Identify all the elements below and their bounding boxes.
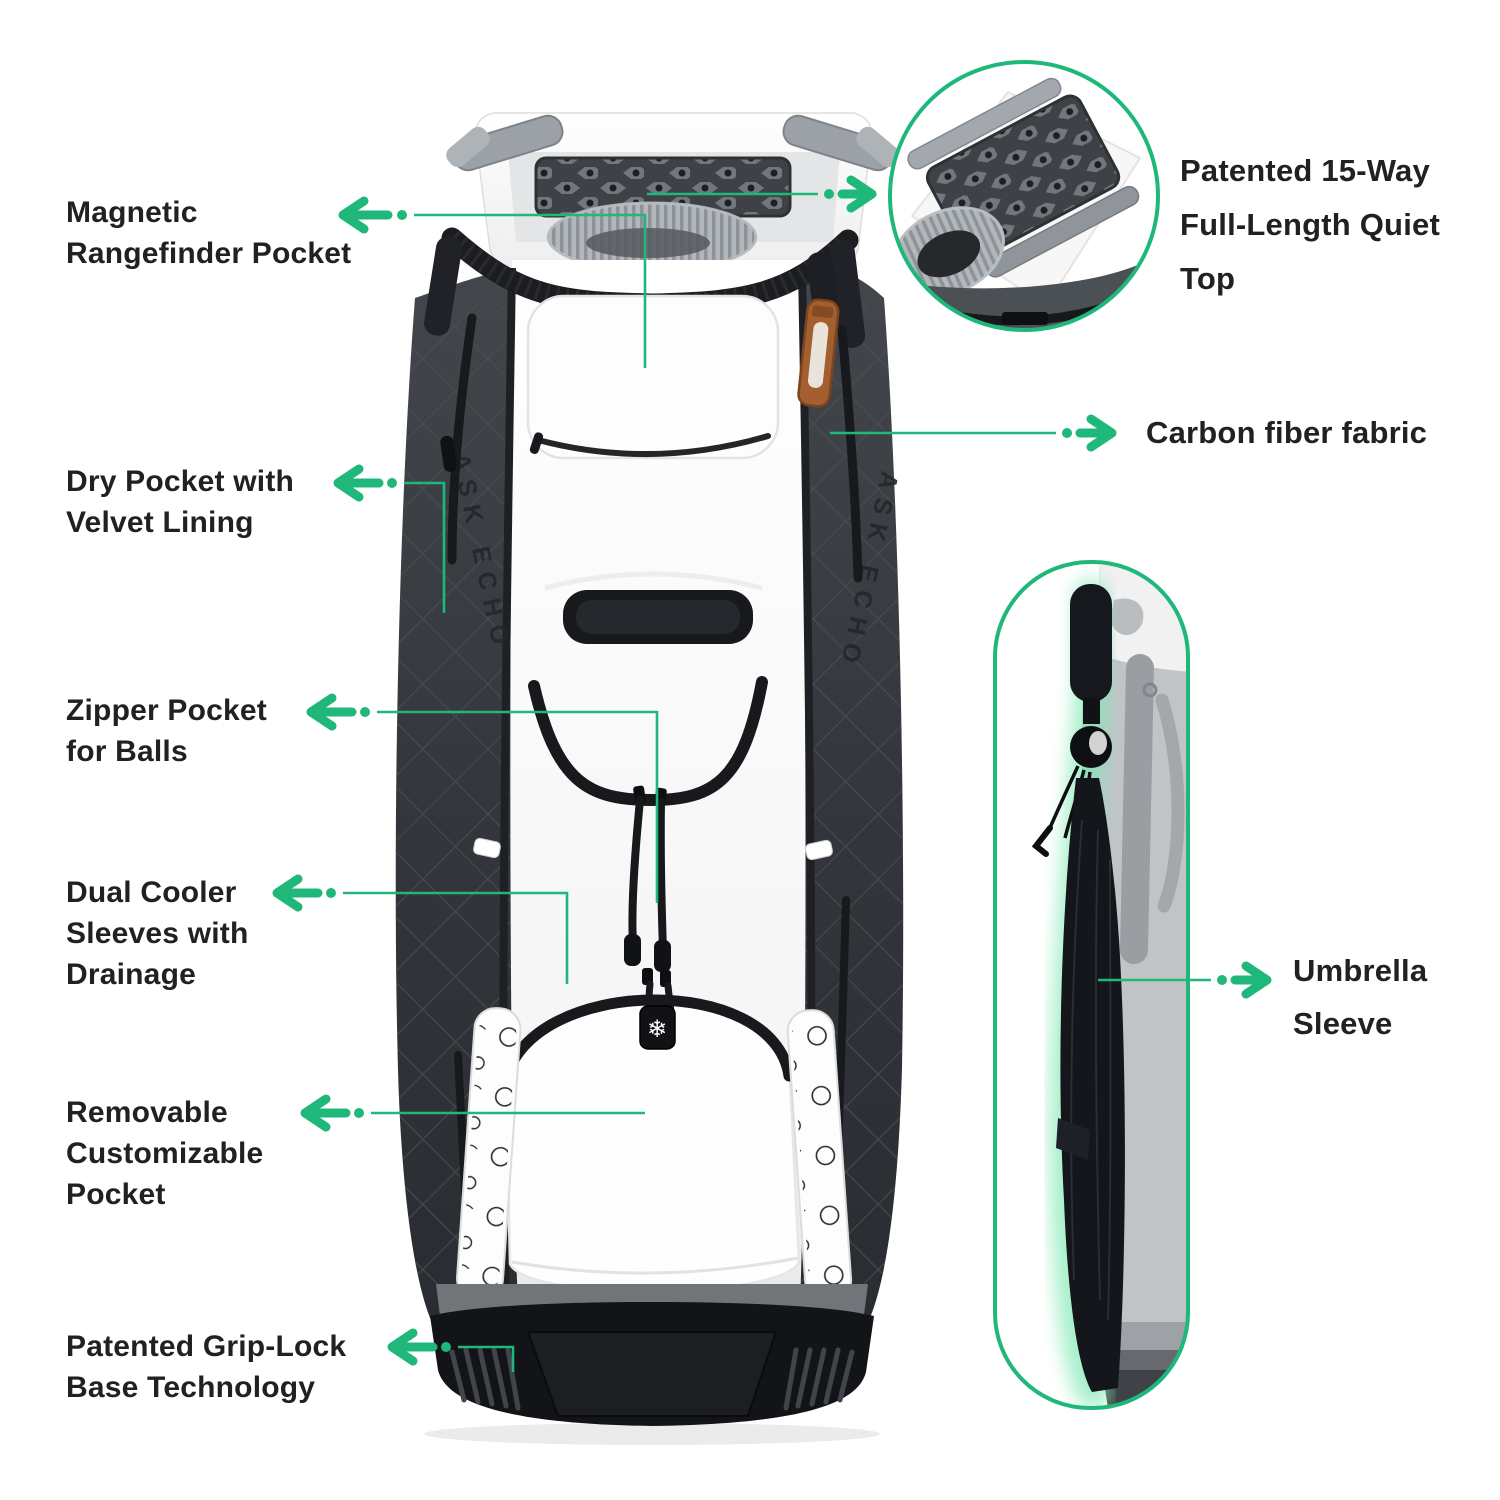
callout-line-magnetic [338, 196, 647, 368]
inset-ring [888, 60, 1160, 332]
label-line: Patented Grip-Lock [66, 1330, 347, 1363]
grip-lock-base [430, 1302, 874, 1426]
label-line: Drainage [66, 958, 196, 991]
label-line: Umbrella [1293, 953, 1428, 988]
quiet-top-inset [888, 60, 1160, 332]
towel-tail-left [424, 236, 462, 336]
callout-line-umbrella [1098, 961, 1272, 999]
side-clip-right [805, 839, 833, 861]
label-carbon-fiber: Carbon fiber fabric [1146, 416, 1427, 450]
label-line: Patented 15-Way [1180, 153, 1430, 188]
callout-line-zipper [306, 693, 659, 903]
callout-line-cooler [272, 874, 569, 984]
label-line: Sleeves with [66, 917, 249, 950]
label-line: Zipper Pocket [66, 694, 267, 727]
rangefinder-pocket [526, 294, 780, 460]
label-line: Magnetic [66, 196, 198, 229]
label-line: Velvet Lining [66, 506, 254, 539]
umbrella-sleeve-inset [993, 560, 1190, 1410]
callout-line-removable [300, 1094, 645, 1132]
callout-line-griplock [387, 1328, 515, 1372]
label-umbrella-sleeve: Umbrella Sleeve [1293, 944, 1427, 1050]
cooler-pocket: ❄ [500, 968, 801, 1293]
towel-clip-tag [797, 298, 840, 408]
label-line: Pocket [66, 1178, 166, 1211]
umbrella [1031, 584, 1125, 1392]
label-line: Rangefinder Pocket [66, 237, 352, 270]
label-line: for Balls [66, 735, 188, 768]
grip-ridges-right [783, 1347, 855, 1411]
rr-inset-ring [993, 560, 1190, 1410]
ribbed-well [546, 201, 758, 273]
top-handle-left [446, 114, 564, 172]
golf-cart-bag: ASK ECHO ASK ECHO [395, 112, 904, 1445]
label-line: Customizable [66, 1137, 264, 1170]
label-dry-pocket: Dry Pocket with Velvet Lining [66, 461, 294, 543]
ball-print-strip-right [786, 1009, 853, 1303]
label-magnetic-rangefinder: Magnetic Rangefinder Pocket [66, 192, 351, 274]
top-handle-right [782, 114, 900, 172]
label-quiet-top: Patented 15-Way Full-Length Quiet Top [1180, 144, 1440, 306]
callout-line-carbon [830, 414, 1117, 452]
label-zipper-pocket: Zipper Pocket for Balls [66, 690, 267, 772]
snowflake-tag: ❄ [639, 1005, 676, 1050]
zipper-pull-right [656, 798, 667, 954]
rr-inset-content [1031, 565, 1188, 1408]
label-line: Carbon fiber fabric [1146, 415, 1428, 450]
callout-line-quiet-top [647, 175, 877, 213]
ball-print-strip-left [456, 1007, 522, 1301]
mid-slot-pocket [544, 571, 763, 644]
label-dual-cooler: Dual Cooler Sleeves with Drainage [66, 872, 249, 995]
label-line: Dry Pocket with [66, 465, 295, 498]
right-side-details [797, 252, 863, 1292]
bag-top-cuff [446, 112, 900, 276]
label-line: Full-Length Quiet [1180, 207, 1440, 242]
label-line: Sleeve [1293, 1006, 1393, 1041]
zipper-pull-left [628, 796, 644, 948]
label-line: Top [1180, 261, 1236, 296]
label-line: Removable [66, 1096, 228, 1129]
label-line: Base Technology [66, 1371, 316, 1404]
bag-shadow [424, 1423, 880, 1445]
label-line: Dual Cooler [66, 876, 237, 909]
snowflake-icon: ❄ [647, 1016, 667, 1043]
ball-pocket [528, 676, 768, 972]
callout-line-dry [333, 464, 446, 613]
side-clip-left [473, 837, 501, 859]
annotation-layer [272, 175, 1272, 1372]
label-removable-pocket: Removable Customizable Pocket [66, 1092, 263, 1215]
label-grip-lock: Patented Grip-Lock Base Technology [66, 1326, 346, 1408]
grip-ridges-left [449, 1347, 521, 1411]
